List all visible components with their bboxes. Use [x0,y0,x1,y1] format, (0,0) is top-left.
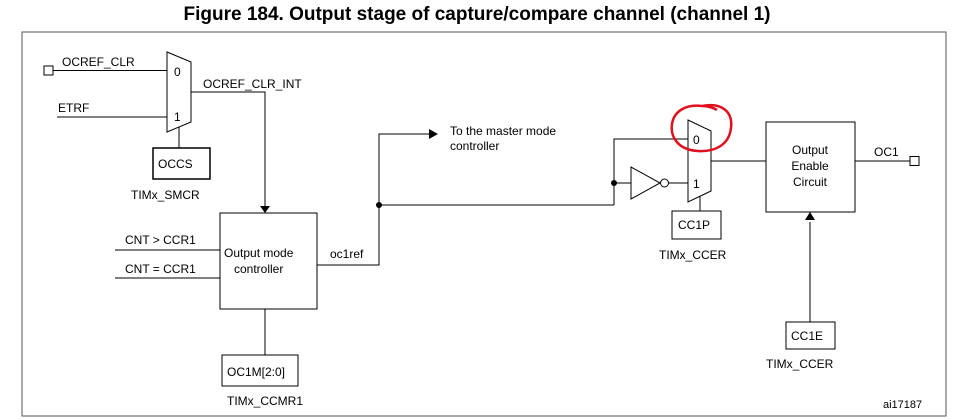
cnt-eq-ccr1-label: CNT = CCR1 [125,262,196,276]
timx-ccmr1-label: TIMx_CCMR1 [227,394,303,408]
arrowhead-cc1e [805,212,815,220]
output-enable-label-line2: Enable [791,159,829,173]
oc1m-box [221,354,299,387]
junction-dot-inverter [611,180,617,186]
occs-label: OCCS [158,157,193,171]
to-master-label-line1: To the master mode [450,124,556,138]
cc1p-label: CC1P [678,218,710,232]
output-mode-controller-box [219,212,318,310]
ocref-clr-mux [166,51,192,133]
timx-smcr-label: TIMx_SMCR [131,188,200,202]
output-mode-controller-label-line2: controller [234,262,283,276]
inverter-bubble [660,178,669,188]
mux2-input0-label: 0 [693,133,700,147]
arrowhead-to-master [429,129,438,139]
output-enable-circuit-box [765,121,856,213]
oc1-pin [909,156,920,166]
etrf-label: ETRF [58,101,89,115]
polarity-mux [687,119,712,203]
cc1p-box [671,210,722,240]
mux2-in0-wire [613,138,688,205]
timx-ccer-label-2: TIMx_CCER [766,357,834,371]
ocref-clr-int-wire [191,91,266,207]
mux1-input1-label: 1 [174,110,181,124]
arrowhead-into-controller [260,206,270,213]
oc1ref-wire [317,204,614,266]
cc1e-box [785,321,836,350]
junction-dot-oc1ref [376,202,382,208]
mux2-input1-label: 1 [693,177,700,191]
master-mode-wire [378,133,430,205]
figure-ref-id: ai17187 [883,399,922,411]
cnt-gt-ccr1-label: CNT > CCR1 [125,233,196,247]
oc1-label: OC1 [874,145,899,159]
ocref-clr-pin [43,65,54,76]
oc1ref-label: oc1ref [330,247,364,261]
oc1m-label: OC1M[2:0] [227,365,285,379]
ocref-clr-label: OCREF_CLR [62,55,135,69]
cc1e-label: CC1E [791,329,823,343]
output-enable-label-line1: Output [792,143,829,157]
output-enable-label-line3: Circuit [793,175,828,189]
inverter-gate [630,166,662,200]
highlight-circle [670,103,733,153]
ocref-clr-int-label: OCREF_CLR_INT [203,77,302,91]
mux1-input0-label: 0 [174,65,181,79]
occs-box [152,147,211,180]
timx-ccer-label-1: TIMx_CCER [659,248,727,262]
to-master-label-line2: controller [450,139,499,153]
figure-frame [21,31,947,417]
figure-title: Figure 184. Output stage of capture/comp… [183,4,771,25]
output-mode-controller-label-line1: Output mode [224,246,294,260]
